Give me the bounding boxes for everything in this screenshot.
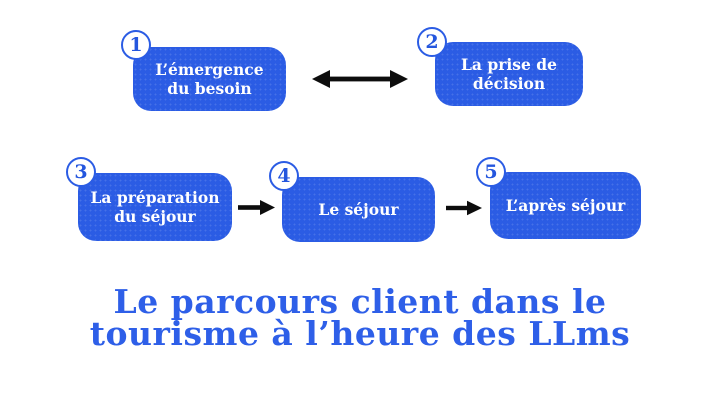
step-number-badge-5: 5	[476, 157, 506, 187]
step-block-apres-sejour: L’après séjour	[490, 172, 641, 239]
right-arrow-icon	[238, 199, 275, 216]
step-number-badge-2: 2	[417, 27, 447, 57]
double-arrow-icon	[312, 68, 408, 90]
step-number-badge-3: 3	[66, 157, 96, 187]
right-arrow-icon	[446, 200, 482, 216]
diagram-title: Le parcours client dans le tourisme à l’…	[0, 282, 720, 353]
diagram-title-line2: tourisme à l’heure des LLms	[89, 314, 631, 353]
step-block-preparation-du-sejour: La préparation du séjour	[78, 173, 232, 241]
diagram-title-line1: Le parcours client dans le	[113, 282, 607, 321]
step-number-badge-4: 4	[269, 161, 299, 191]
step-number-badge-1: 1	[121, 30, 151, 60]
step-block-emergence-du-besoin: L’émergence du besoin	[133, 47, 286, 111]
step-block-prise-de-decision: La prise de décision	[435, 42, 583, 106]
step-block-le-sejour: Le séjour	[282, 177, 435, 242]
